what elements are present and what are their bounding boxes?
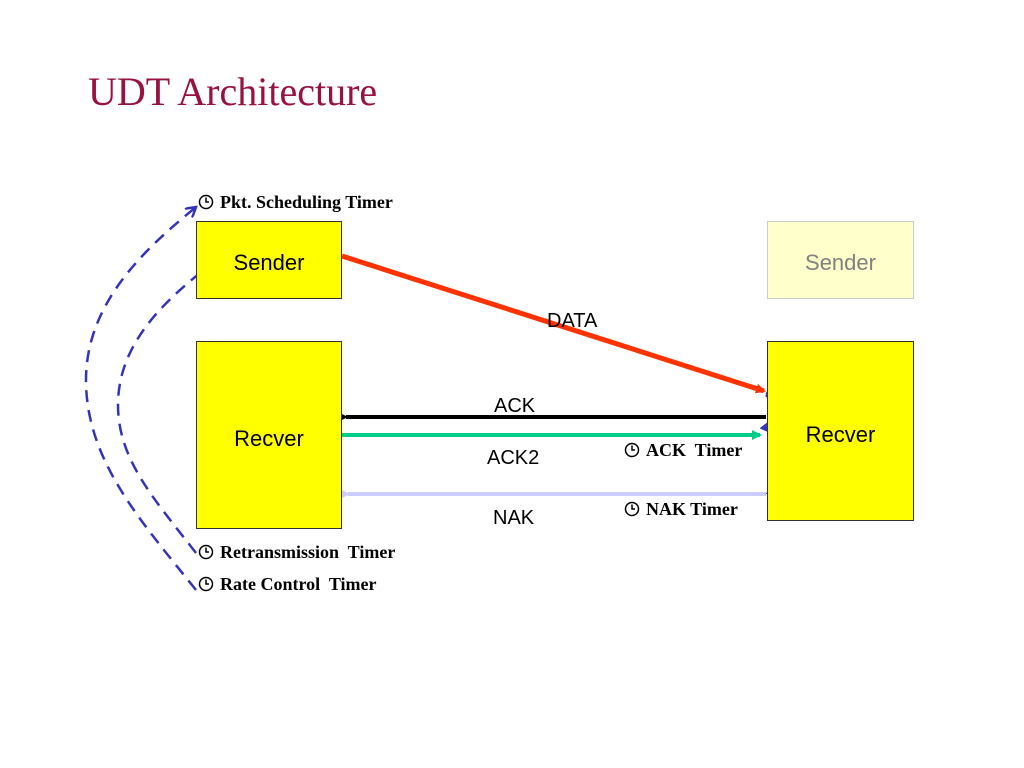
clock-icon [198,194,214,210]
left-receiver-box: Recver [196,341,342,529]
ack-label: ACK [494,395,536,417]
page-title: UDT Architecture [88,69,378,114]
right-sender-box: Sender [767,221,914,299]
nak-timer-label: NAK Timer [646,499,738,519]
rate-control-timer: Rate Control Timer [198,575,376,593]
rate-control-timer-loop [84,207,196,591]
pkt-scheduling-timer: Pkt. Scheduling Timer [198,193,393,211]
rate-control-timer-label: Rate Control Timer [220,574,377,594]
clock-icon [624,501,640,517]
clock-icon [624,442,640,458]
right-receiver-label: Recver [805,422,876,447]
ack-timer: ACK Timer [624,441,742,459]
data-arrow [341,253,766,394]
left-receiver-label: Recver [234,426,304,451]
clock-icon [198,544,214,560]
data-label: DATA [547,310,598,332]
left-sender-label: Sender [233,250,305,275]
pkt-scheduling-timer-label: Pkt. Scheduling Timer [220,192,393,212]
ack-timer-label: ACK Timer [646,440,743,460]
retransmission-timer: Retransmission Timer [198,543,395,561]
retransmission-timer-label: Retransmission Timer [220,542,396,562]
left-sender-box: Sender [196,221,342,299]
right-sender-label: Sender [805,250,876,275]
right-receiver-box: Recver [767,341,914,521]
ack2-label: ACK2 [487,447,540,469]
nak-timer: NAK Timer [624,500,738,518]
clock-icon [198,576,214,592]
retransmission-timer-loop [116,256,222,554]
nak-label: NAK [493,507,535,529]
